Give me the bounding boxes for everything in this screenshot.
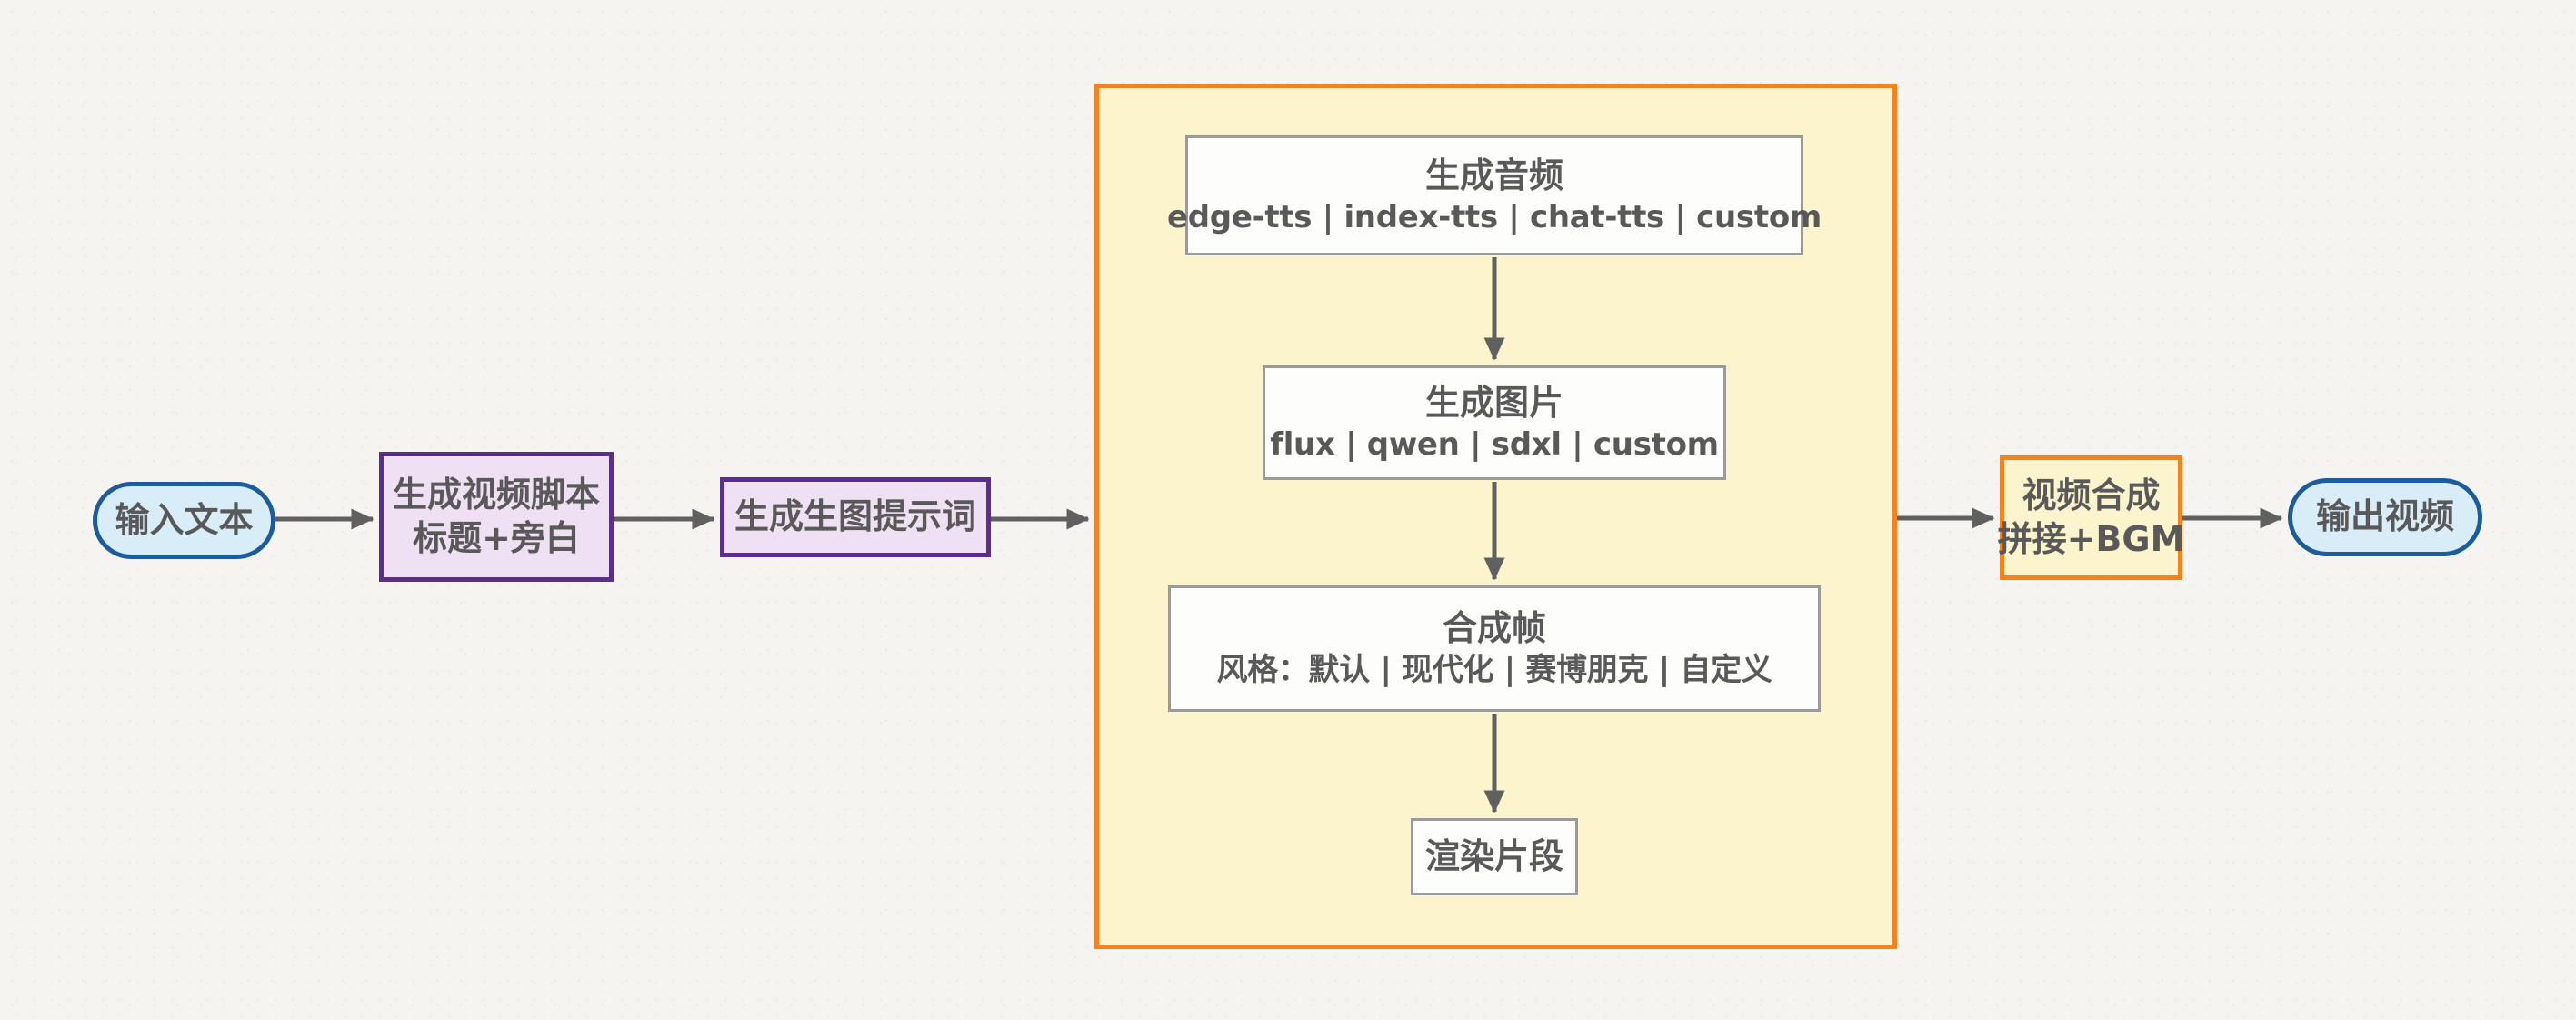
node-generate-video-script-title: 生成视频脚本 xyxy=(392,474,600,515)
start-node-input-text: 输入文本 xyxy=(93,482,275,559)
node-generate-video-script: 生成视频脚本 标题+旁白 xyxy=(379,452,614,582)
node-compose-frames: 合成帧 风格：默认 | 现代化 | 赛博朋克 | 自定义 xyxy=(1168,585,1821,712)
node-video-compose: 视频合成 拼接+BGM xyxy=(1997,455,2185,580)
node-generate-images-title: 生成图片 xyxy=(1424,382,1563,423)
start-node-label: 输入文本 xyxy=(115,499,254,540)
node-video-compose-title: 视频合成 xyxy=(2022,475,2161,515)
node-generate-video-script-subtitle: 标题+旁白 xyxy=(413,517,580,558)
node-generate-images-models: flux | qwen | sdxl | custom xyxy=(1270,425,1719,463)
node-compose-frames-title: 合成帧 xyxy=(1442,608,1546,649)
node-video-compose-subtitle: 拼接+BGM xyxy=(1997,518,2185,559)
end-node-output-video: 输出视频 xyxy=(2288,478,2482,556)
node-generate-audio-engines: edge-tts | index-tts | chat-tts | custom xyxy=(1167,198,1822,235)
node-generate-image-prompt-label: 生成生图提示词 xyxy=(734,496,976,537)
node-render-clip: 渲染片段 xyxy=(1411,818,1578,895)
end-node-label: 输出视频 xyxy=(2315,496,2454,537)
node-generate-audio: 生成音频 edge-tts | index-tts | chat-tts | c… xyxy=(1167,135,1822,255)
node-generate-audio-title: 生成音频 xyxy=(1424,155,1563,195)
node-render-clip-label: 渲染片段 xyxy=(1424,835,1563,876)
node-compose-frames-styles: 风格：默认 | 现代化 | 赛博朋克 | 自定义 xyxy=(1216,652,1772,689)
node-generate-image-prompt: 生成生图提示词 xyxy=(720,477,991,557)
node-generate-images: 生成图片 flux | qwen | sdxl | custom xyxy=(1263,365,1726,480)
